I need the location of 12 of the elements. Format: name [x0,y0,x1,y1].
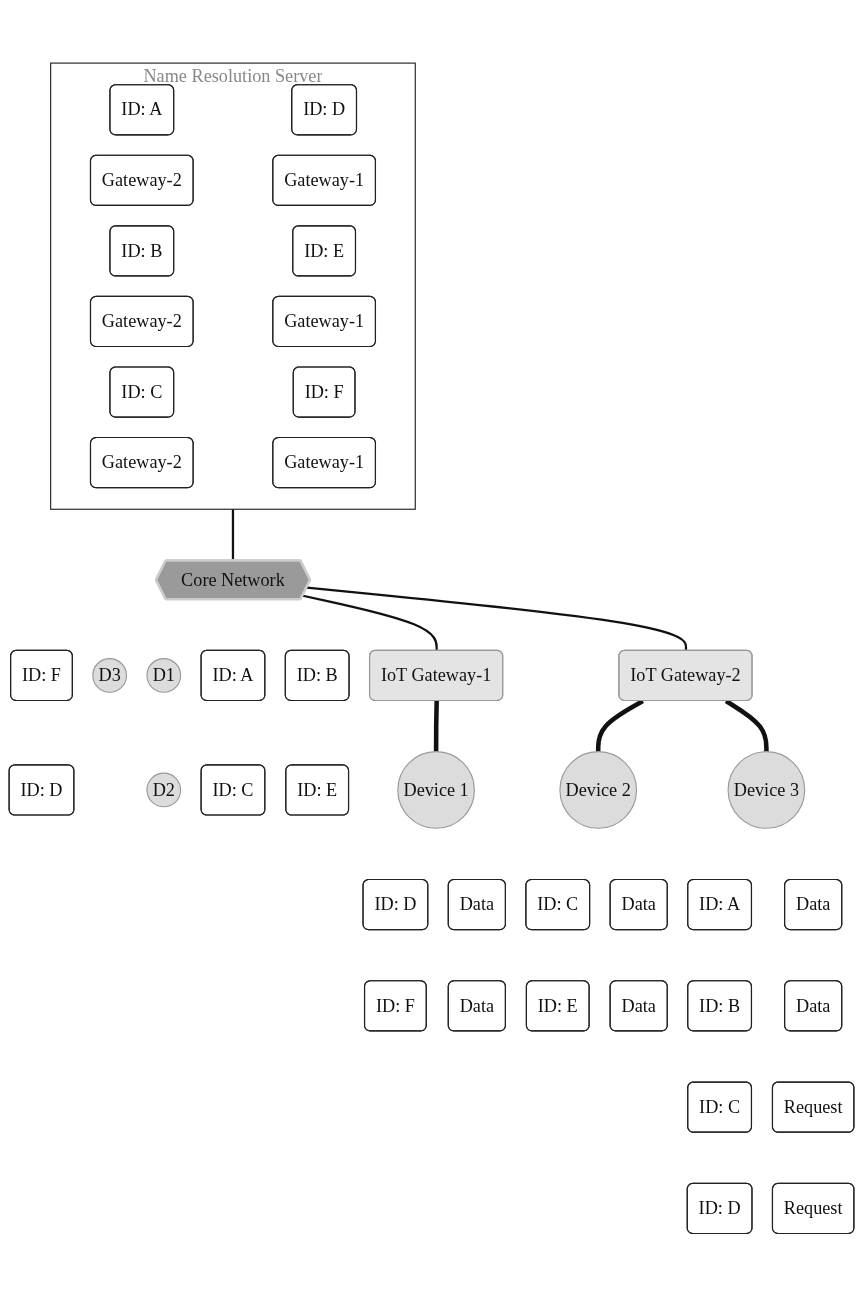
node-circle: D3 [92,658,128,694]
node-circle: Device 3 [727,751,806,830]
connector [433,701,439,752]
connector [302,594,438,652]
node-circle: D1 [146,658,182,694]
connector [306,586,688,652]
node-circle: D2 [146,772,182,808]
node-circle: Device 2 [559,751,638,830]
connector [595,699,644,752]
node-circle: Device 1 [397,751,475,830]
connector [724,699,769,752]
connector [231,509,235,561]
